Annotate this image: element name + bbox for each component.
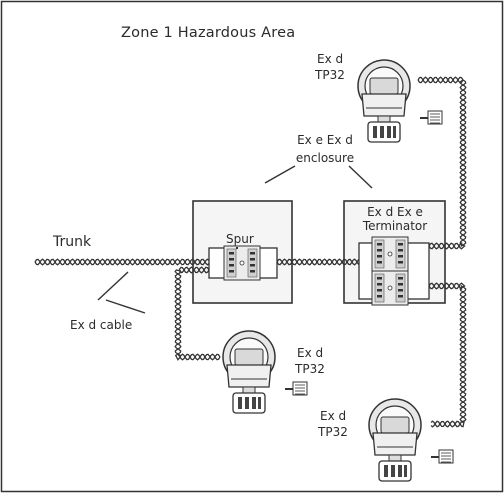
cable-strand bbox=[428, 282, 467, 428]
device-2-label-line1: Ex d bbox=[297, 346, 324, 360]
enclosure-label-line1: Ex e Ex d bbox=[297, 133, 353, 147]
cable-label: Ex d cable bbox=[70, 318, 133, 332]
enclosure-label-line2: enclosure bbox=[295, 151, 355, 165]
spur-block bbox=[208, 245, 278, 281]
device-3-label-line2: TP32 bbox=[318, 425, 348, 439]
zone-title: Zone 1 Hazardous Area bbox=[121, 25, 296, 41]
device-3-label-line1: Ex d bbox=[320, 409, 347, 423]
cable-strand bbox=[276, 258, 360, 266]
cable-strand bbox=[417, 76, 467, 250]
device-1-label-line2: TP32 bbox=[315, 68, 345, 82]
cable-strand bbox=[417, 76, 467, 250]
device-2-label-line2: TP32 bbox=[295, 362, 325, 376]
device-1-label-line1: Ex d bbox=[317, 52, 344, 66]
terminator-block bbox=[358, 236, 430, 306]
spur-label: Spur bbox=[226, 232, 254, 246]
leader-lines bbox=[97, 165, 373, 314]
terminator-label-line2: Terminator bbox=[362, 219, 428, 233]
cable-strand bbox=[276, 258, 360, 266]
cable-strand bbox=[174, 266, 221, 361]
terminator-label-line1: Ex d Ex e bbox=[367, 205, 423, 219]
cable-strand bbox=[428, 282, 467, 428]
twisted-pair-cables bbox=[34, 76, 467, 428]
cable-strand bbox=[34, 258, 210, 266]
trunk-label: Trunk bbox=[53, 234, 92, 250]
